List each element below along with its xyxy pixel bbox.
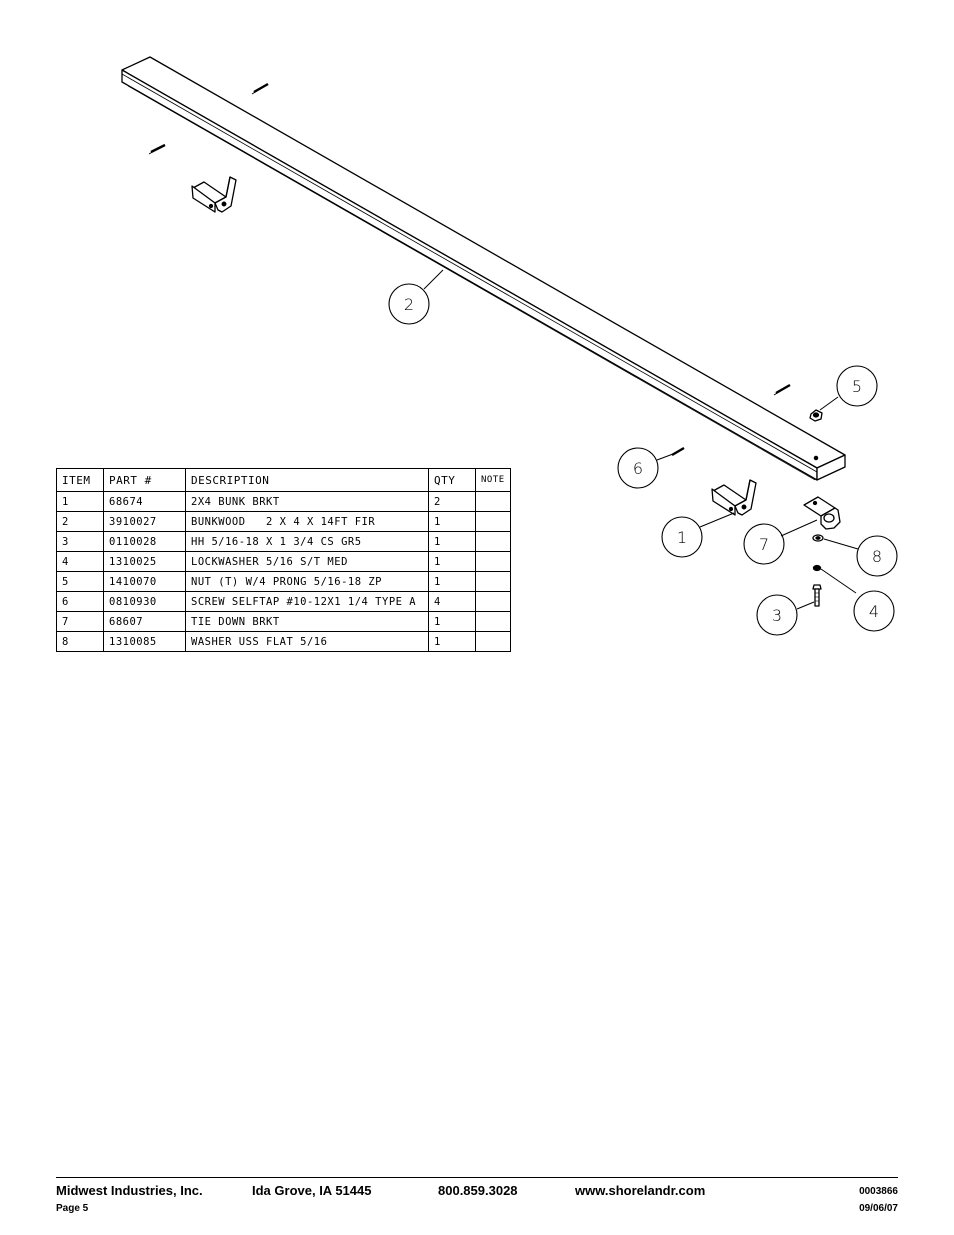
callout-7: 7 xyxy=(759,535,769,554)
footer-doc-number: 0003866 xyxy=(859,1186,898,1197)
callout-1: 1 xyxy=(677,528,687,547)
cell-note xyxy=(475,631,511,652)
cell-description: 2X4 BUNK BRKT xyxy=(185,491,429,512)
cell-description: HH 5/16-18 X 1 3/4 CS GR5 xyxy=(185,531,429,552)
cell-item: 7 xyxy=(56,611,104,632)
cell-part: 0110028 xyxy=(103,531,186,552)
cell-item: 2 xyxy=(56,511,104,532)
col-header-qty: QTY xyxy=(428,468,476,492)
table-row: 7 68607 TIE DOWN BRKT 1 xyxy=(56,611,511,632)
callout-3: 3 xyxy=(772,606,782,625)
leader-lines xyxy=(423,269,859,610)
flat-washer xyxy=(812,534,824,542)
footer-website[interactable]: www.shorelandr.com xyxy=(575,1183,706,1198)
parts-list-table: ITEM PART # DESCRIPTION QTY NOTE 1 68674… xyxy=(56,468,511,652)
col-header-note: NOTE xyxy=(475,468,511,492)
cell-qty: 1 xyxy=(428,571,476,592)
col-header-description: DESCRIPTION xyxy=(185,468,429,492)
cell-note xyxy=(475,511,511,532)
col-header-item: ITEM xyxy=(56,468,104,492)
footer-page-number: Page 5 xyxy=(56,1203,89,1214)
screw-upper xyxy=(251,82,269,95)
cell-note xyxy=(475,531,511,552)
cell-note xyxy=(475,571,511,592)
cell-qty: 4 xyxy=(428,591,476,612)
cell-item: 4 xyxy=(56,551,104,572)
cell-item: 8 xyxy=(56,631,104,652)
callout-8: 8 xyxy=(872,547,882,566)
cell-item: 5 xyxy=(56,571,104,592)
bunk-bracket-upper xyxy=(191,176,237,213)
cell-description: SCREW SELFTAP #10-12X1 1/4 TYPE A xyxy=(185,591,429,612)
cell-qty: 1 xyxy=(428,611,476,632)
callout-4: 4 xyxy=(869,602,879,621)
cell-note xyxy=(475,491,511,512)
table-row: 4 1310025 LOCKWASHER 5/16 S/T MED 1 xyxy=(56,551,511,572)
cell-item: 6 xyxy=(56,591,104,612)
col-header-part: PART # xyxy=(103,468,186,492)
table-row: 2 3910027 BUNKWOOD 2 X 4 X 14FT FIR 1 xyxy=(56,511,511,532)
cell-description: WASHER USS FLAT 5/16 xyxy=(185,631,429,652)
screw-right xyxy=(773,383,791,396)
page-footer: Midwest Industries, Inc. Ida Grove, IA 5… xyxy=(56,1177,898,1214)
callout-6: 6 xyxy=(633,459,643,478)
cell-part: 0810930 xyxy=(103,591,186,612)
footer-date: 09/06/07 xyxy=(859,1203,898,1214)
table-row: 6 0810930 SCREW SELFTAP #10-12X1 1/4 TYP… xyxy=(56,591,511,612)
cell-part: 3910027 xyxy=(103,511,186,532)
bunkwood-board xyxy=(121,56,846,481)
cell-qty: 1 xyxy=(428,511,476,532)
table-row: 3 0110028 HH 5/16-18 X 1 3/4 CS GR5 1 xyxy=(56,531,511,552)
cell-item: 1 xyxy=(56,491,104,512)
table-row: 5 1410070 NUT (T) W/4 PRONG 5/16-18 ZP 1 xyxy=(56,571,511,592)
table-header-row: ITEM PART # DESCRIPTION QTY NOTE xyxy=(56,468,511,492)
screw-callout-6 xyxy=(671,446,685,457)
callout-5: 5 xyxy=(852,377,862,396)
cell-item: 3 xyxy=(56,531,104,552)
callout-2: 2 xyxy=(404,295,414,314)
exploded-parts-drawing: 2 5 6 1 7 8 4 3 xyxy=(121,56,898,636)
cell-description: TIE DOWN BRKT xyxy=(185,611,429,632)
callout-circles xyxy=(388,283,898,636)
cell-qty: 1 xyxy=(428,631,476,652)
cell-part: 68607 xyxy=(103,611,186,632)
cell-note xyxy=(475,551,511,572)
hex-bolt xyxy=(812,584,822,607)
table-row: 1 68674 2X4 BUNK BRKT 2 xyxy=(56,491,511,512)
cell-part: 1310025 xyxy=(103,551,186,572)
table-row: 8 1310085 WASHER USS FLAT 5/16 1 xyxy=(56,631,511,652)
cell-note xyxy=(475,591,511,612)
tie-down-bracket xyxy=(803,496,841,530)
bunk-bracket-lower xyxy=(711,479,757,516)
cell-part: 1310085 xyxy=(103,631,186,652)
footer-phone: 800.859.3028 xyxy=(438,1183,518,1198)
cell-qty: 1 xyxy=(428,551,476,572)
cell-description: BUNKWOOD 2 X 4 X 14FT FIR xyxy=(185,511,429,532)
cell-part: 68674 xyxy=(103,491,186,512)
footer-company: Midwest Industries, Inc. xyxy=(56,1183,203,1198)
cell-description: NUT (T) W/4 PRONG 5/16-18 ZP xyxy=(185,571,429,592)
cell-description: LOCKWASHER 5/16 S/T MED xyxy=(185,551,429,572)
footer-address: Ida Grove, IA 51445 xyxy=(252,1183,372,1198)
cell-qty: 1 xyxy=(428,531,476,552)
lockwasher xyxy=(812,564,822,572)
cell-note xyxy=(475,611,511,632)
cell-qty: 2 xyxy=(428,491,476,512)
cell-part: 1410070 xyxy=(103,571,186,592)
tee-nut xyxy=(809,409,823,422)
screw-left xyxy=(148,143,166,155)
